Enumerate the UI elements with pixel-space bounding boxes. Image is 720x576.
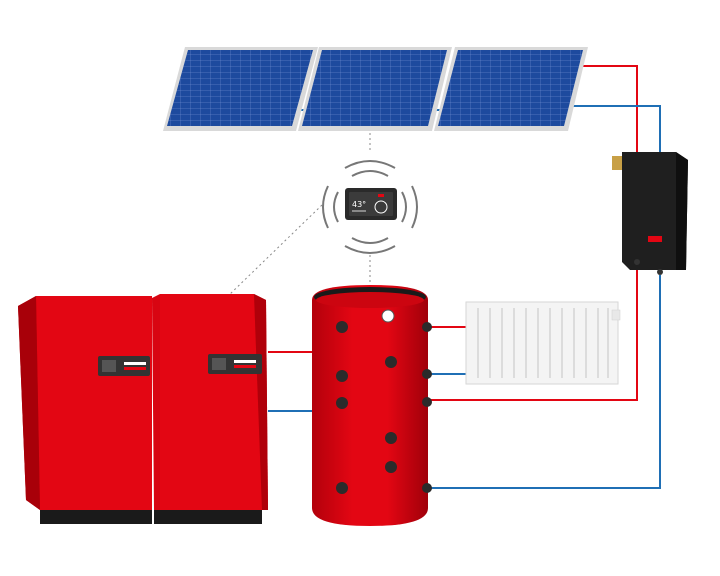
radiator-icon xyxy=(465,301,621,385)
station-cold-pipe xyxy=(428,275,661,489)
solar-panel-array xyxy=(163,47,588,131)
solar-panel-icon xyxy=(434,47,588,131)
tank-ports xyxy=(336,321,432,494)
pump-station-icon xyxy=(612,152,688,275)
link-to-boiler xyxy=(227,204,323,297)
controller-temperature: 43° xyxy=(352,200,366,209)
boiler-unit-right xyxy=(152,294,268,524)
buffer-tank-icon xyxy=(312,285,432,526)
boiler-icon xyxy=(18,296,152,524)
station-hot-pipe xyxy=(428,262,638,401)
gauge-icon xyxy=(381,309,395,323)
wifi-waves-icon xyxy=(322,160,418,254)
solar-panel-icon xyxy=(163,47,318,131)
wireless-links xyxy=(227,128,371,297)
boiler-icon xyxy=(152,294,268,524)
boiler-unit-left xyxy=(18,296,152,524)
thermostat-controller-icon: 43° xyxy=(322,160,418,254)
solar-panel-icon xyxy=(298,47,452,131)
